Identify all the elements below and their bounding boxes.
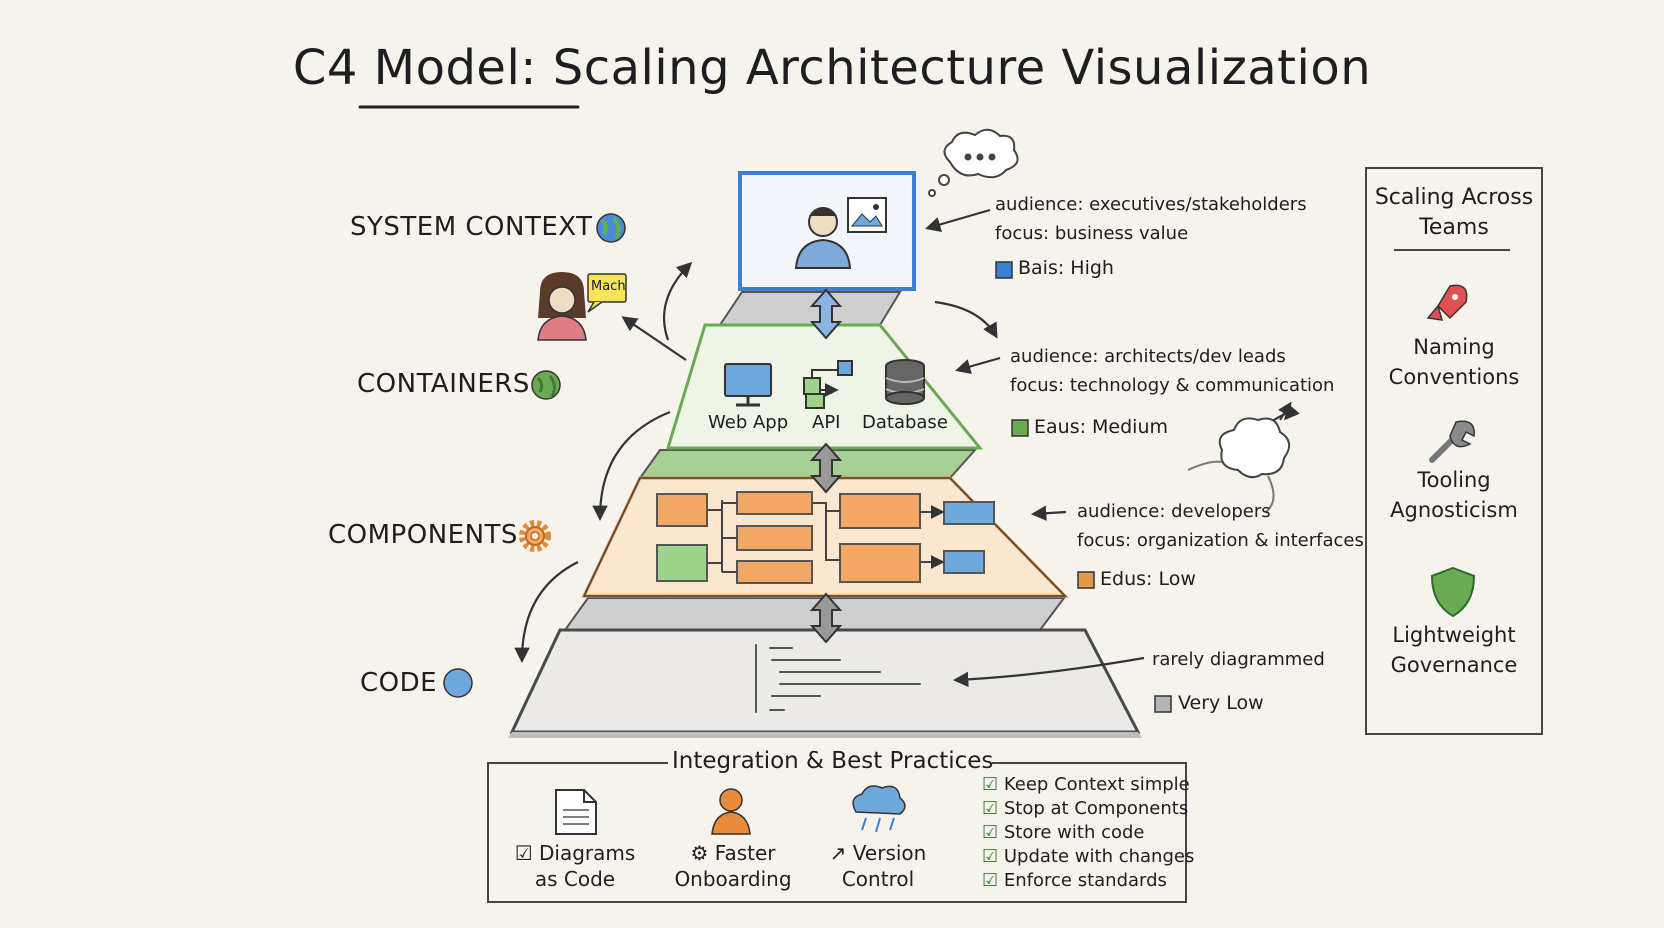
bp-item-label: Faster Onboarding: [674, 841, 792, 891]
cloud-icon: [852, 785, 906, 833]
checklist-label: Store with code: [1003, 822, 1145, 843]
panel-item-lightweight-governance: Lightweight Governance: [1390, 623, 1518, 677]
container-api: API: [812, 412, 841, 433]
flow-arrows: [514, 261, 693, 664]
components-audience: audience: developers: [1077, 501, 1271, 522]
checklist-item: ☑ Store with code: [982, 821, 1145, 845]
tier-containers: [665, 323, 984, 450]
tier-system-context: [738, 128, 1019, 291]
code-note: rarely diagrammed: [1152, 649, 1325, 670]
speech-bubble-text: Mach: [591, 279, 626, 294]
level-swatch: [995, 261, 1013, 279]
level-label-system-context: SYSTEM CONTEXT: [350, 212, 593, 242]
person-icon: [794, 207, 852, 269]
panel-item-tooling-agnosticism: Tooling Agnosticism: [1390, 468, 1518, 522]
level-label-containers: CONTAINERS: [357, 369, 530, 399]
level-swatch: [1154, 695, 1172, 713]
tier-code: [508, 628, 1142, 738]
level-swatch: [1011, 419, 1029, 437]
components-detail: Edus: Low: [1100, 568, 1196, 590]
api-icon: [803, 360, 853, 409]
stakeholder-icon: [537, 272, 587, 341]
checkbox-icon: ☑: [982, 822, 999, 843]
database-icon: [885, 359, 925, 405]
checklist-label: Keep Context simple: [1003, 774, 1190, 795]
system-context-audience: audience: executives/stakeholders: [995, 194, 1307, 215]
checkbox-icon: ☑: [982, 846, 999, 867]
checkbox-icon: ☑: [982, 798, 999, 819]
checklist-label: Update with changes: [1003, 846, 1195, 867]
code-detail: Very Low: [1178, 692, 1264, 714]
monitor-icon: [724, 363, 772, 407]
rocket-icon: [1426, 284, 1468, 321]
circle-icon: [443, 668, 473, 698]
containers-audience: audience: architects/dev leads: [1010, 346, 1286, 367]
double-arrow-icon: [809, 592, 843, 644]
thought-cloud-icon: [928, 128, 1019, 197]
tier-connector: [638, 449, 978, 479]
bp-item-version-control: ↗ Version Control: [818, 840, 938, 892]
system-context-focus: focus: business value: [995, 223, 1189, 244]
wrench-icon: [1429, 420, 1475, 463]
arrow-icon: ↗: [829, 841, 853, 865]
gear-icon: [519, 520, 551, 552]
level-transition-arrows: [809, 288, 843, 644]
document-icon: [555, 789, 597, 835]
containers-focus: focus: technology & communication: [1010, 375, 1335, 396]
checklist-item: ☑ Enforce standards: [982, 869, 1167, 893]
level-swatch: [1077, 571, 1095, 589]
question-cloud-icon: [1187, 401, 1292, 513]
shield-icon: [1430, 566, 1476, 618]
globe-icon: [596, 213, 626, 243]
double-arrow-icon: [809, 288, 843, 340]
checklist-label: Enforce standards: [1003, 870, 1167, 891]
containers-detail: Eaus: Medium: [1034, 416, 1169, 438]
code-snippet: [755, 644, 921, 713]
picture-icon: [847, 197, 887, 233]
checkbox-icon: ☑: [982, 870, 999, 891]
level-label-components: COMPONENTS: [328, 520, 518, 550]
speech-bubble-icon: [587, 273, 627, 313]
person-icon: [711, 788, 751, 835]
bp-item-faster-onboarding: ⚙ Faster Onboarding: [668, 840, 798, 892]
checkbox-icon: ☑: [982, 774, 999, 795]
bp-item-diagrams-as-code: ☑ Diagrams as Code: [510, 840, 640, 892]
double-arrow-icon: [809, 442, 843, 494]
components-focus: focus: organization & interfaces: [1077, 530, 1364, 551]
level-label-code: CODE: [360, 668, 438, 698]
globe-icon: [531, 370, 561, 400]
system-context-detail: Bais: High: [1018, 257, 1114, 279]
best-practices-title: Integration & Best Practices: [672, 748, 994, 774]
page-title: C4 Model: Scaling Architecture Visualiza…: [292, 40, 1372, 96]
checklist-item: ☑ Update with changes: [982, 845, 1194, 869]
tier-components: [581, 476, 1069, 598]
bp-item-label: Version Control: [841, 841, 927, 891]
scaling-panel-title: Scaling Across Teams: [1374, 185, 1534, 240]
checkbox-icon: ☑: [514, 841, 539, 865]
bp-item-label: Diagrams as Code: [534, 841, 636, 891]
checklist-item: ☑ Stop at Components: [982, 797, 1188, 821]
gear-icon: ⚙: [690, 841, 715, 865]
best-practices-frame: [487, 762, 1187, 903]
tier-connector: [718, 291, 902, 326]
scaling-panel-frame: [1365, 167, 1543, 735]
container-database: Database: [862, 412, 948, 433]
component-boxes: [656, 491, 995, 584]
checklist-item: ☑ Keep Context simple: [982, 773, 1190, 797]
checklist-label: Stop at Components: [1003, 798, 1189, 819]
container-web-app: Web App: [708, 412, 789, 433]
panel-item-naming-conventions: Naming Conventions: [1388, 335, 1520, 389]
